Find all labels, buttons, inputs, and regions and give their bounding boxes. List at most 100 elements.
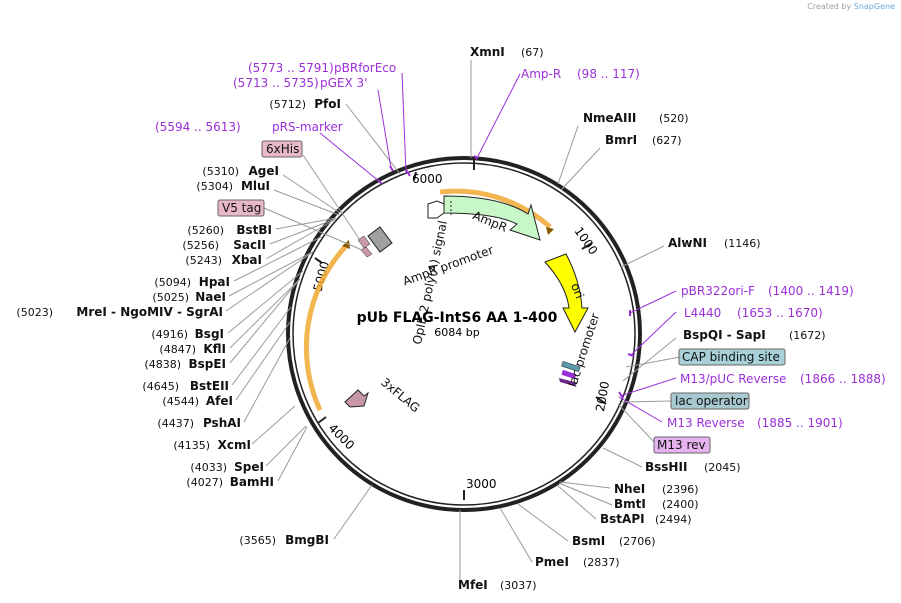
credit-prefix: Created by <box>807 2 852 11</box>
svg-text:(4838): (4838) <box>144 358 181 371</box>
credit-brand: SnapGene <box>853 2 895 11</box>
primer-pbr322ori-f[interactable]: pBR322ori-F(1400 .. 1419) <box>681 284 854 298</box>
primer-m13-reverse[interactable]: M13 Reverse(1885 .. 1901) <box>667 416 843 430</box>
svg-text:KflI: KflI <box>203 342 226 356</box>
feature-box-lines <box>263 154 681 445</box>
svg-text:(5713 .. 5735): (5713 .. 5735) <box>233 76 319 90</box>
svg-text:MreI - NgoMIV - SgrAI: MreI - NgoMIV - SgrAI <box>76 305 223 319</box>
v5-tag-box[interactable]: V5 tag <box>217 199 265 217</box>
tick-marks <box>314 158 607 500</box>
enzyme-kfli[interactable]: KflI(4847) <box>159 342 226 356</box>
svg-text:SpeI: SpeI <box>234 460 264 474</box>
enzyme-mfei[interactable]: MfeI(3037) <box>458 578 537 592</box>
enzyme-spei[interactable]: SpeI (4033) <box>190 460 264 474</box>
ampr-promoter-feature[interactable] <box>427 200 445 219</box>
m13-rev-box[interactable]: M13 rev <box>653 436 711 454</box>
enzyme-naei[interactable]: NaeI(5025) <box>152 290 226 304</box>
svg-text:BssHII: BssHII <box>645 460 687 474</box>
enzyme-bmri[interactable]: BmrI(627) <box>605 133 682 147</box>
tick-3000: 3000 <box>466 477 497 491</box>
enzyme-alwni[interactable]: AlwNI(1146) <box>668 236 761 250</box>
svg-text:(4027): (4027) <box>186 476 223 489</box>
flag-feature[interactable] <box>344 389 369 408</box>
svg-text:AfeI: AfeI <box>206 394 233 408</box>
ori-feature[interactable] <box>544 253 589 334</box>
enzyme-bmgbi[interactable]: BmgBI(3565) <box>239 533 329 547</box>
lac-operator-box[interactable]: lac operator <box>670 392 750 410</box>
tick-2000: 2000 <box>593 380 612 413</box>
lac-operator-mark <box>561 369 577 380</box>
primer-lines <box>319 72 677 423</box>
primer-ticks <box>377 155 635 399</box>
enzyme-agei[interactable]: AgeI(5310) <box>202 164 279 178</box>
primer-prs-marker[interactable]: pRS-marker(5594 .. 5613) <box>155 120 343 134</box>
enzyme-bsmi[interactable]: BsmI(2706) <box>572 534 656 548</box>
svg-text:AlwNI: AlwNI <box>668 236 707 250</box>
enzyme-bsshii[interactable]: BssHII(2045) <box>645 460 741 474</box>
svg-text:(1653 .. 1670): (1653 .. 1670) <box>737 306 823 320</box>
enzyme-hpai[interactable]: HpaI(5094) <box>154 275 230 289</box>
svg-text:(3565): (3565) <box>239 534 276 547</box>
svg-text:M13 rev: M13 rev <box>657 438 706 452</box>
flag-label: 3xFLAG <box>378 375 422 415</box>
enzyme-bsgi[interactable]: BsgI(4916) <box>151 327 224 341</box>
svg-text:(4645): (4645) <box>142 380 179 393</box>
svg-text:(1866 .. 1888): (1866 .. 1888) <box>800 372 886 386</box>
svg-text:BsmI: BsmI <box>572 534 605 548</box>
enzyme-xbai[interactable]: XbaI(5243) <box>185 253 262 267</box>
svg-text:pBRforEco: pBRforEco <box>334 61 396 75</box>
svg-text:PmeI: PmeI <box>535 555 569 569</box>
enzyme-bmti[interactable]: BmtI(2400) <box>614 497 699 511</box>
enzyme-xmni[interactable]: XmnI(67) <box>470 45 544 59</box>
enzyme-nmeaiii[interactable]: NmeAIII(520) <box>583 111 689 125</box>
cap-binding-site-box[interactable]: CAP binding site <box>678 348 786 366</box>
svg-text:(5594 .. 5613): (5594 .. 5613) <box>155 120 241 134</box>
enzyme-bspei[interactable]: BspEI(4838) <box>144 357 226 371</box>
ampr-arc-head <box>546 227 554 235</box>
enzyme-bstapi[interactable]: BstAPI(2494) <box>600 512 692 526</box>
enzyme-mrei-ngomiv-sgrai[interactable]: MreI - NgoMIV - SgrAI (5023) <box>16 305 223 319</box>
enzyme-pfoi[interactable]: PfoI(5712) <box>269 97 341 111</box>
enzyme-afei[interactable]: AfeI(4544) <box>162 394 233 408</box>
enzyme-bspqi-sapi[interactable]: BspQI - SapI(1672) <box>683 328 826 342</box>
svg-text:pBR322ori-F: pBR322ori-F <box>681 284 755 298</box>
ampr-feature[interactable] <box>443 195 541 241</box>
v5-tag-mark <box>360 246 373 258</box>
opie2-feature[interactable] <box>367 226 393 253</box>
enzyme-sacii[interactable]: SacII(5256) <box>182 238 266 252</box>
enzyme-bsteii[interactable]: BstEII(4645) <box>142 379 229 393</box>
svg-text:BmrI: BmrI <box>605 133 637 147</box>
svg-text:lac operator: lac operator <box>675 394 748 408</box>
enzyme-nhei[interactable]: NheI(2396) <box>614 482 699 496</box>
primer-l4440[interactable]: L4440(1653 .. 1670) <box>684 306 823 320</box>
primer-m13-puc-reverse[interactable]: M13/pUC Reverse(1866 .. 1888) <box>680 372 886 386</box>
ampr-promoter-label: AmpR promoter <box>401 243 495 289</box>
opie2-highlight-arc <box>303 244 348 412</box>
primer-pbrforeco[interactable]: pBRforEco(5773 .. 5791) <box>248 61 396 75</box>
svg-text:M13 Reverse: M13 Reverse <box>667 416 745 430</box>
svg-text:(5023): (5023) <box>16 306 53 319</box>
enzyme-mlui[interactable]: MluI(5304) <box>196 179 270 193</box>
primer-pgex-3[interactable]: pGEX 3'(5713 .. 5735) <box>233 76 367 90</box>
svg-text:(5094): (5094) <box>154 276 191 289</box>
backbone-inner <box>292 162 636 506</box>
enzyme-bstbi[interactable]: BstBI(5260) <box>187 223 272 237</box>
tick-1000: 1000 <box>571 224 600 257</box>
svg-text:(98 .. 117): (98 .. 117) <box>577 67 640 81</box>
primer-amp-r[interactable]: Amp-R(98 .. 117) <box>521 67 640 81</box>
svg-text:NheI: NheI <box>614 482 645 496</box>
svg-text:AgeI: AgeI <box>249 164 279 178</box>
svg-text:(4033): (4033) <box>190 461 227 474</box>
svg-text:V5 tag: V5 tag <box>222 201 261 215</box>
his-tag-box[interactable]: 6xHis <box>261 140 303 158</box>
enzyme-xcmi[interactable]: XcmI(4135) <box>173 438 251 452</box>
svg-text:(5773 .. 5791): (5773 .. 5791) <box>248 61 334 75</box>
svg-text:SacII: SacII <box>233 238 266 252</box>
enzyme-bamhi[interactable]: BamHI(4027) <box>186 475 274 489</box>
svg-text:PshAI: PshAI <box>203 416 241 430</box>
svg-text:(5243): (5243) <box>185 254 222 267</box>
enzyme-pmei[interactable]: PmeI(2837) <box>535 555 620 569</box>
enzyme-pshai[interactable]: PshAI(4437) <box>157 416 241 430</box>
plasmid-size: 6084 bp <box>434 326 479 339</box>
